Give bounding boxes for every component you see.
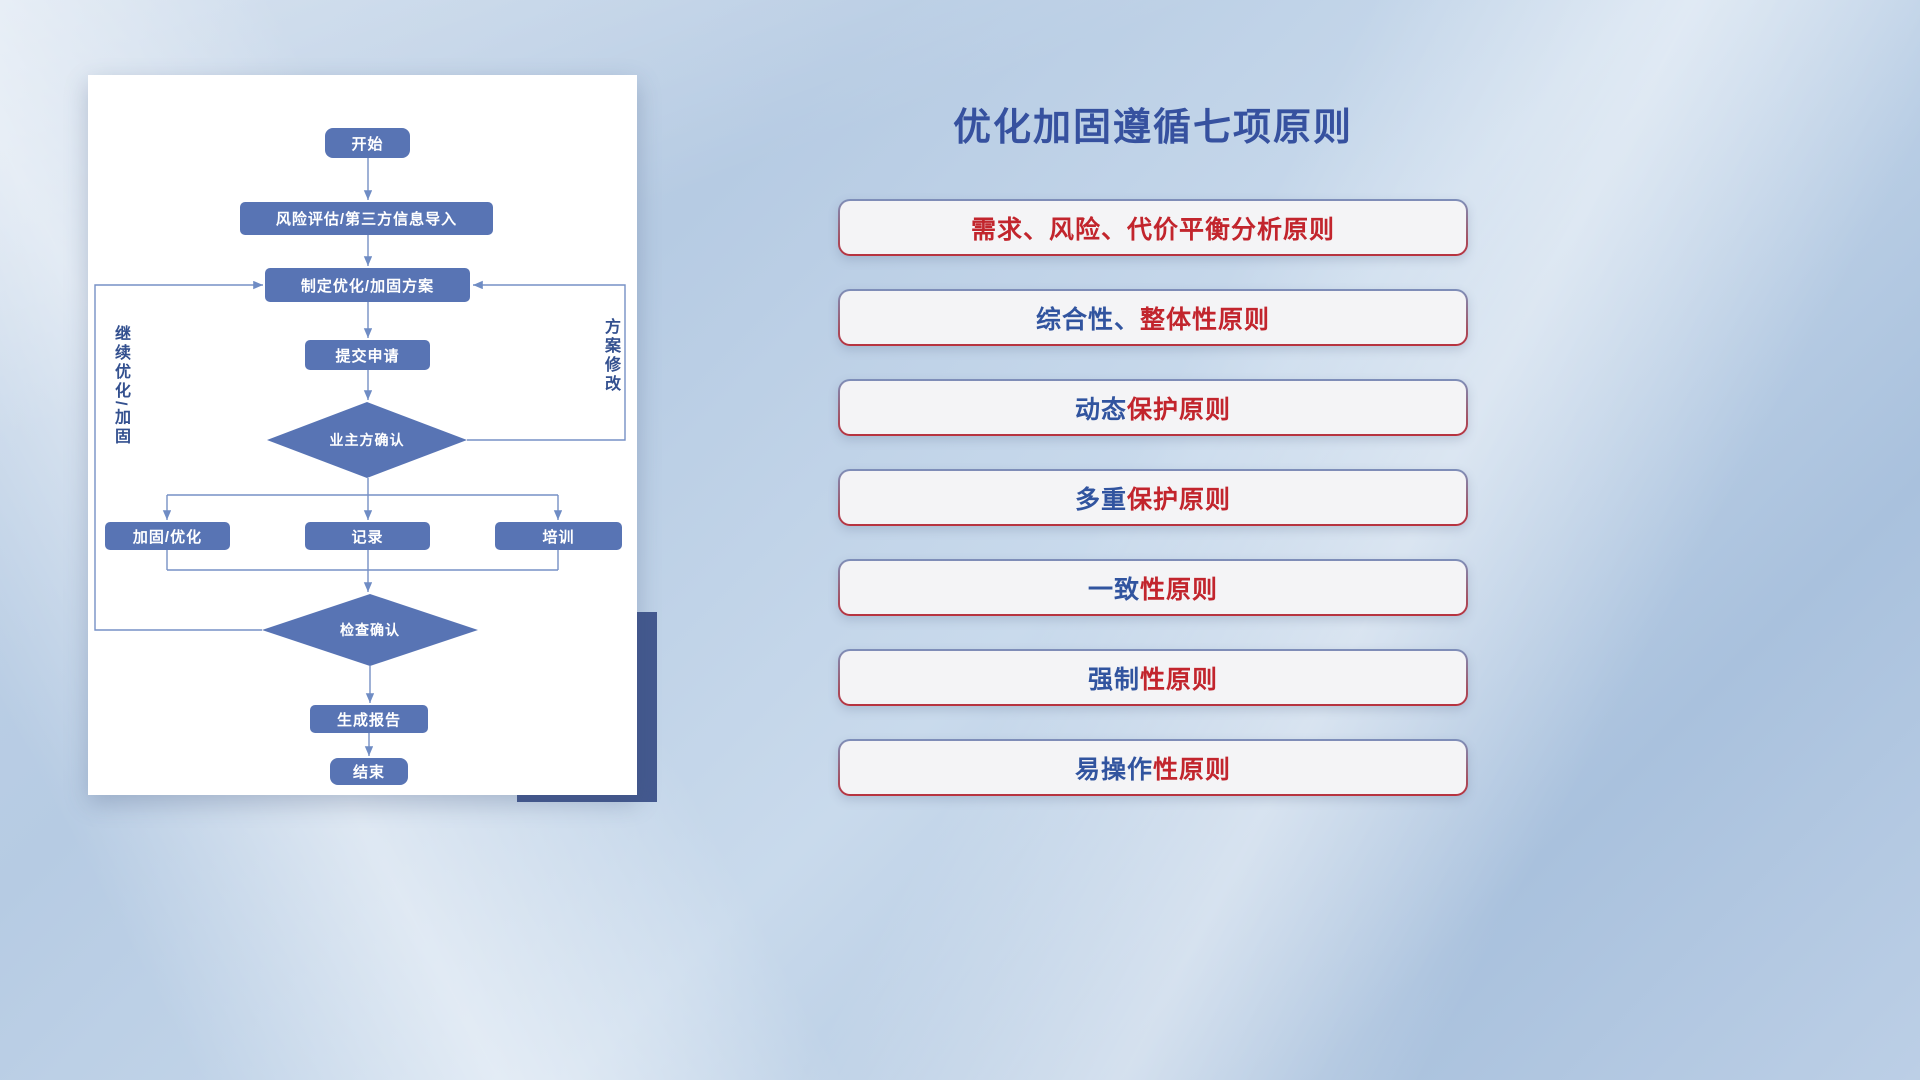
principle-2-part-blue: 综合性、: [1035, 305, 1140, 334]
node-train: 培训: [495, 522, 622, 550]
principle-5-part-blue: 一致: [1087, 575, 1140, 604]
label-continue-optimize: 继续优化/加固: [112, 325, 129, 447]
principle-item-5: 一致性原则: [838, 559, 1468, 616]
principle-text-3: 动态保护原则: [840, 381, 1466, 434]
principle-text-6: 强制性原则: [840, 651, 1466, 704]
slide-title: 优化加固遵循七项原则: [952, 107, 1353, 149]
principle-text-4: 多重保护原则: [840, 471, 1466, 524]
principle-6-part-blue: 强制: [1087, 665, 1140, 694]
principle-5-part-red: 性原则: [1140, 575, 1219, 604]
connector-loop-right: [467, 280, 626, 441]
node-report: 生成报告: [310, 705, 428, 733]
connector-loop-left: [94, 280, 263, 631]
principle-3-part-blue: 动态: [1074, 395, 1127, 424]
principle-text-7: 易操作性原则: [840, 741, 1466, 794]
principle-7-part-red: 性原则: [1153, 755, 1232, 784]
principle-text-2: 综合性、整体性原则: [840, 291, 1466, 344]
node-end: 结束: [330, 758, 408, 785]
label-plan-modify: 方案修改: [602, 318, 619, 394]
principle-item-1: 需求、风险、代价平衡分析原则: [838, 199, 1468, 256]
node-reinforce: 加固/优化: [105, 522, 230, 550]
principle-text-1: 需求、风险、代价平衡分析原则: [840, 201, 1466, 254]
principle-4-part-blue: 多重: [1074, 485, 1127, 514]
principle-1-part-red: 需求、风险、代价平衡分析原则: [970, 215, 1335, 244]
principle-4-part-red: 保护原则: [1127, 485, 1232, 514]
principle-item-3: 动态保护原则: [838, 379, 1468, 436]
principle-item-7: 易操作性原则: [838, 739, 1468, 796]
principle-item-4: 多重保护原则: [838, 469, 1468, 526]
principle-item-6: 强制性原则: [838, 649, 1468, 706]
node-start: 开始: [325, 128, 410, 158]
principle-text-5: 一致性原则: [840, 561, 1466, 614]
node-make-plan: 制定优化/加固方案: [265, 268, 470, 302]
flowchart-connectors: [94, 158, 626, 756]
principle-2-part-red: 整体性原则: [1140, 305, 1271, 334]
principle-6-part-red: 性原则: [1140, 665, 1219, 694]
principle-item-2: 综合性、整体性原则: [838, 289, 1468, 346]
flowchart-card: 开始 风险评估/第三方信息导入 制定优化/加固方案 提交申请 业主方确认 加固/…: [88, 75, 637, 795]
node-risk-import: 风险评估/第三方信息导入: [240, 202, 493, 235]
principle-7-part-blue: 易操作: [1074, 755, 1153, 784]
principle-3-part-red: 保护原则: [1127, 395, 1232, 424]
node-record: 记录: [305, 522, 430, 550]
node-submit: 提交申请: [305, 340, 430, 370]
principles-list: 需求、风险、代价平衡分析原则 综合性、整体性原则 动态保护原则 多重保护原则: [838, 199, 1468, 796]
